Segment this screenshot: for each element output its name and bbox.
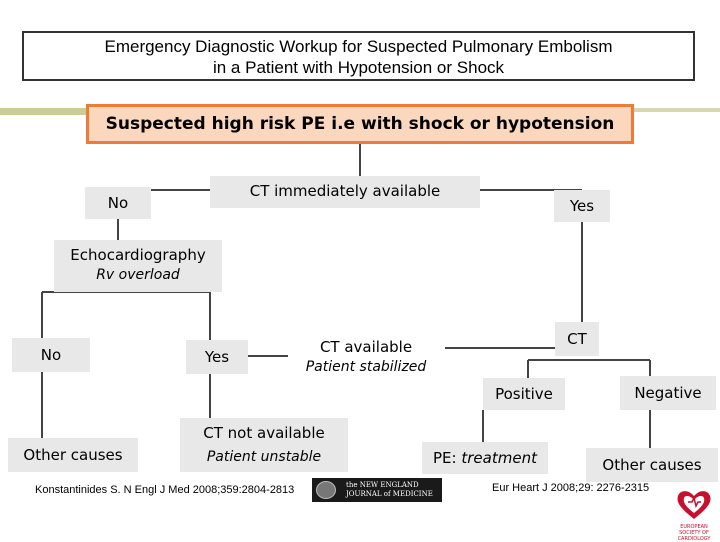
nejm-seal-icon [316, 481, 336, 499]
node-ct: CT [555, 322, 599, 356]
echo-sublabel: Rv overload [96, 267, 180, 283]
node-suspected-high-risk-pe: Suspected high risk PE i.e with shock or… [86, 104, 634, 144]
node-ct-available: CT available Patient stabilized [288, 332, 444, 382]
esc-logo: EUROPEAN SOCIETY OF CARDIOLOGY [674, 488, 714, 542]
citation-nejm: Konstantinides S. N Engl J Med 2008;359:… [35, 484, 295, 496]
node-negative: Negative [620, 376, 716, 410]
node-yes-1: Yes [554, 190, 610, 222]
title-line-1: Emergency Diagnostic Workup for Suspecte… [104, 37, 613, 56]
node-ct-immediately-available: CT immediately available [210, 176, 480, 208]
pe-label: PE: [433, 449, 457, 467]
decorative-bar-left [0, 108, 110, 115]
title-line-2: in a Patient with Hypotension or Shock [212, 58, 505, 77]
node-pe-treatment: PE: treatment [422, 442, 548, 474]
pe-treatment-label: treatment [461, 449, 537, 467]
esc-logo-text: EUROPEAN SOCIETY OF CARDIOLOGY [677, 524, 711, 542]
node-ct-not-available: CT not available Patient unstable [180, 418, 348, 472]
ct-not-available-label: CT not available [203, 424, 325, 442]
node-other-causes-left: Other causes [8, 438, 138, 472]
node-yes-2: Yes [186, 340, 248, 374]
node-echocardiography: Echocardiography Rv overload [54, 240, 222, 292]
node-other-causes-right: Other causes [586, 448, 718, 482]
echo-label: Echocardiography [70, 246, 206, 264]
nejm-logo-line-2: JOURNAL of MEDICINE [346, 490, 433, 498]
citation-eur-heart: Eur Heart J 2008;29: 2276-2315 [492, 482, 650, 494]
diagram-title: Emergency Diagnostic Workup for Suspecte… [22, 31, 695, 81]
ct-available-sublabel: Patient stabilized [305, 359, 427, 375]
node-positive: Positive [483, 378, 565, 410]
ct-available-label: CT available [319, 338, 413, 356]
nejm-logo-line-1: the NEW ENGLAND [346, 481, 419, 489]
heart-icon [677, 491, 711, 519]
ct-not-available-sublabel: Patient unstable [206, 449, 322, 465]
node-no-1: No [85, 187, 151, 219]
node-no-2: No [12, 338, 90, 372]
